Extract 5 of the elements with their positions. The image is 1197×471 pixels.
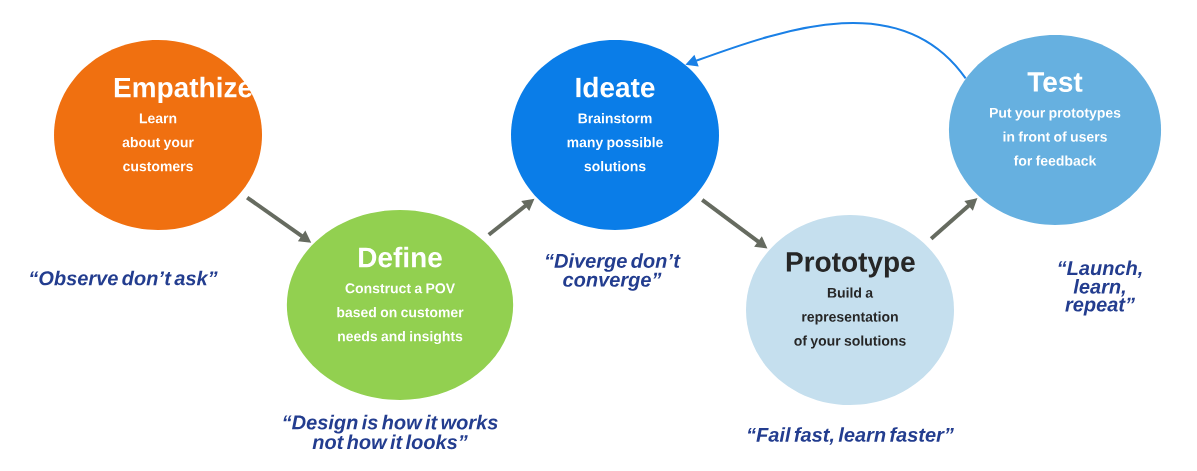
- quote-text: “Launch, learn, repeat”: [1058, 260, 1142, 316]
- quote-text: “Diverge don’t converge”: [545, 253, 681, 291]
- quote-text: “Design is how it works not how it looks”: [283, 414, 498, 450]
- quote-text: “Observe don’t ask”: [30, 270, 218, 286]
- quote-text: “Fail fast, learn faster”: [747, 427, 954, 445]
